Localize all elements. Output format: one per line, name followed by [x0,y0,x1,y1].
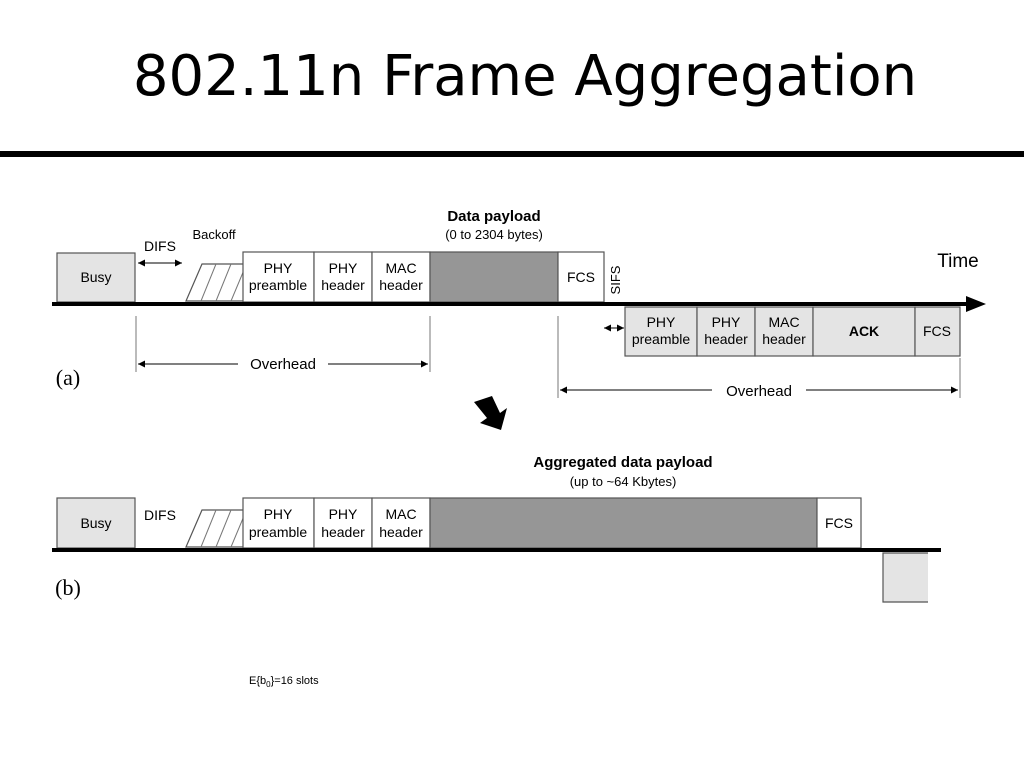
diagram-b: Aggregated data payload (up to ~64 Kbyte… [52,454,941,603]
a-phy-header-box [313,251,373,303]
a-mac-header-line2: header [379,277,423,293]
a-payload-title: Data payload [447,208,540,225]
b-phy-header-line1: PHY [329,506,358,522]
footnote: E{b0}=16 slots [249,675,319,689]
b-mac-header-line1: MAC [385,506,416,522]
b-phy-preamble-line1: PHY [264,506,293,522]
b-fcs-box [816,497,862,549]
a-ack-fcs-label: FCS [923,323,951,339]
a-ack-phy-preamble-line2: preamble [632,331,691,347]
a-ack-mac-header-box [754,306,814,357]
a-backoff-label: Backoff [192,227,236,242]
a-data-payload-box [429,251,559,303]
b-partial-ack-box [882,552,928,603]
a-overhead2-label: Overhead [726,383,792,400]
b-phy-header-line2: header [321,524,365,540]
footnote-subscript: 0 [266,680,271,689]
a-mac-header-line1: MAC [385,260,416,276]
a-part-label: (a) [56,365,80,390]
a-backoff-slots [185,263,245,302]
a-ack-phy-header-line2: header [704,331,748,347]
footnote-suffix: }=16 slots [271,675,320,687]
a-ack-phy-header-line1: PHY [712,314,741,330]
time-axis-arrow-icon [966,296,986,312]
a-sifs-label: SIFS [608,265,623,294]
b-phy-preamble-line2: preamble [249,524,308,540]
a-ack-mac-header-line2: header [762,331,806,347]
a-time-label: Time [937,251,979,272]
b-aggregated-payload-box [429,497,818,549]
b-mac-header-line2: header [379,524,423,540]
a-busy-label: Busy [80,269,111,285]
a-ack-label: ACK [849,323,879,339]
a-ack-box [812,306,916,357]
a-ack-phy-header-box [696,306,756,357]
a-ack-phy-preamble-line1: PHY [647,314,676,330]
b-busy-label: Busy [80,515,111,531]
slide-title: 802.11n Frame Aggregation [133,44,917,109]
a-overhead1-label: Overhead [250,356,316,373]
b-busy-box [56,497,136,549]
a-fcs-box [557,251,605,303]
footnote-prefix: E{b [249,675,266,687]
b-payload-range: (up to ~64 Kbytes) [570,474,677,489]
diagram-a: Busy DIFS Backoff PHY preamble PHY heade… [52,208,986,400]
a-phy-preamble-line1: PHY [264,260,293,276]
a-ack-phy-preamble-box [624,306,698,357]
b-backoff-slots [185,509,245,548]
b-part-label: (b) [55,575,81,600]
a-payload-range: (0 to 2304 bytes) [445,227,543,242]
a-phy-header-line1: PHY [329,260,358,276]
a-fcs-label: FCS [567,269,595,285]
b-payload-title: Aggregated data payload [533,454,712,471]
a-busy-box [56,252,136,303]
a-mac-header-box [371,251,431,303]
a-difs-label: DIFS [144,238,176,254]
arrow-down-right-icon [474,396,507,430]
b-difs-label: DIFS [144,507,176,523]
a-phy-header-line2: header [321,277,365,293]
a-ack-fcs-box [914,306,961,357]
a-ack-mac-header-line1: MAC [768,314,799,330]
a-phy-preamble-line2: preamble [249,277,308,293]
b-fcs-label: FCS [825,515,853,531]
title-rule [0,151,1024,157]
